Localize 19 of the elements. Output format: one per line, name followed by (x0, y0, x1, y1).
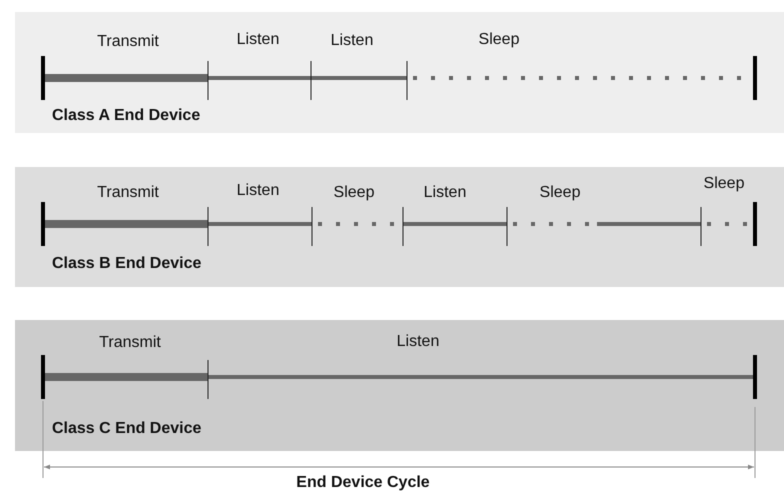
phase-label: Sleep (334, 184, 374, 202)
phase-label: Listen (396, 333, 440, 351)
phase-label: Listen (424, 184, 466, 202)
class-band (15, 12, 784, 133)
class-band (15, 320, 784, 451)
class-title: Class B End Device (52, 255, 202, 273)
phase-label: Sleep (478, 31, 520, 49)
phase-label: Listen (236, 182, 280, 200)
phase-label: Transmit (97, 33, 159, 51)
phase-label: Sleep (704, 175, 744, 193)
class-title: Class C End Device (52, 420, 202, 438)
phase-label: Transmit (97, 184, 159, 202)
class-band (15, 167, 784, 287)
phase-label: Listen (330, 32, 374, 50)
phase-label: Listen (236, 31, 280, 49)
phase-label: Sleep (540, 184, 580, 202)
dimension-label: End Device Cycle (296, 474, 430, 492)
class-title: Class A End Device (52, 107, 200, 125)
phase-label: Transmit (99, 334, 161, 352)
